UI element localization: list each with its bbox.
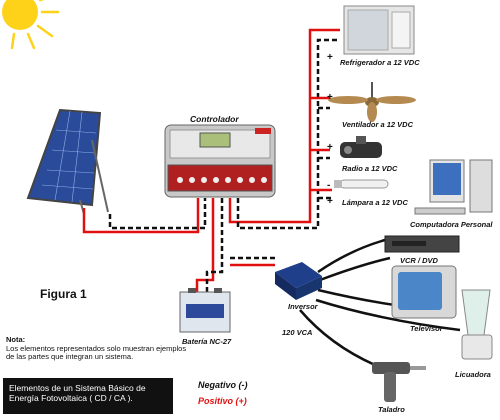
- sun-icon: [2, 0, 60, 50]
- lamp-minus: -: [327, 180, 331, 191]
- note-heading: Nota:: [6, 335, 26, 344]
- refrigerator-icon: [343, 5, 415, 55]
- radio-icon: [340, 136, 382, 158]
- lamp-label: Lámpara a 12 VDC: [342, 198, 408, 207]
- lamp-icon: [334, 179, 389, 189]
- radio-label: Radio a 12 VDC: [342, 164, 398, 173]
- television-icon: [391, 265, 457, 319]
- blender-label: Licuadora: [455, 370, 491, 379]
- radio-plus: +: [327, 142, 333, 153]
- note-text: Los elementos representados solo muestra…: [6, 343, 187, 361]
- inverter-label: Inversor: [288, 302, 318, 311]
- controller-icon: [164, 124, 276, 198]
- drill-icon: [372, 362, 426, 402]
- legend-positive: Positivo (+): [198, 396, 247, 406]
- vcr-label: VCR / DVD: [400, 256, 438, 265]
- solar-panel-icon: [26, 108, 109, 215]
- caption-box: Elementos de un Sistema Básico de Energí…: [3, 378, 173, 414]
- lamp-plus: +: [327, 196, 333, 207]
- tv-label: Televisor: [410, 324, 443, 333]
- blender-icon: [461, 289, 493, 360]
- note: Nota: Los elementos representados solo m…: [6, 335, 196, 362]
- vca-label: 120 VCA: [282, 328, 313, 337]
- ceiling-fan-icon: [328, 82, 416, 122]
- drill-label: Taladro: [378, 405, 405, 414]
- battery-label: Batería NC-27: [182, 337, 232, 346]
- figure-title: Figura 1: [40, 287, 87, 301]
- vcr-dvd-icon: [384, 235, 460, 253]
- fridge-label: Refrigerador a 12 VDC: [340, 58, 420, 67]
- fridge-plus: +: [327, 52, 333, 63]
- battery-icon: [179, 288, 231, 333]
- inverter-icon: [275, 262, 322, 300]
- controller-label: Controlador: [190, 114, 239, 124]
- fan-plus: +: [327, 92, 333, 103]
- computer-icon: [414, 159, 493, 215]
- legend-negative: Negativo (-): [198, 380, 248, 390]
- pc-label: Computadora Personal: [410, 220, 493, 229]
- fan-label: Ventilador a 12 VDC: [342, 120, 413, 129]
